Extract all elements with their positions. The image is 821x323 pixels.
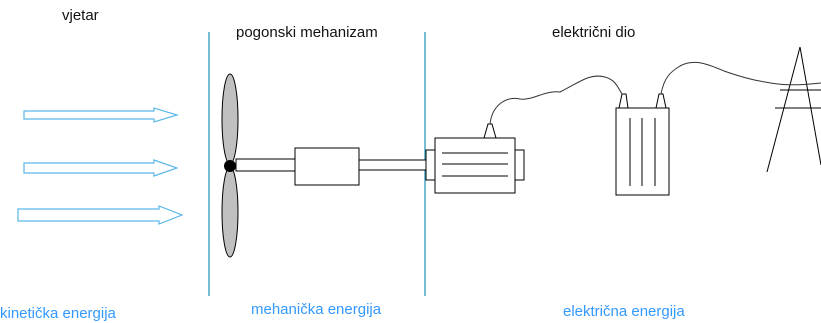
power-tower (766, 46, 821, 173)
transformer (615, 93, 670, 196)
mechanical-energy-label: mehanička energija (251, 301, 382, 318)
wind-arrow (23, 107, 180, 123)
transformer-terminal (618, 93, 629, 109)
electrical-part-label: električni dio (552, 24, 635, 41)
drive-train (235, 147, 427, 186)
blade-lower (221, 166, 239, 258)
wind-label: vjetar (62, 7, 99, 24)
kinetic-energy-label: kinetička energija (0, 305, 117, 322)
gearbox (294, 147, 360, 186)
drive-mechanism-label: pogonski mehanizam (236, 24, 378, 41)
transformer-terminal (655, 93, 667, 109)
generator-end-cap (425, 149, 436, 181)
blade-upper (221, 73, 239, 165)
transformer-to-tower-cable (660, 61, 821, 95)
output-shaft (358, 159, 427, 171)
generator (425, 123, 525, 194)
wind-arrow (17, 205, 184, 225)
generator-to-transformer-cable (489, 75, 623, 125)
generator-end-cap (514, 149, 525, 181)
main-shaft (235, 158, 297, 172)
generator-terminal (483, 123, 497, 139)
wind-arrows (17, 107, 184, 225)
turbine-rotor (221, 73, 239, 258)
electrical-energy-label: električna energija (563, 303, 685, 320)
cables (489, 61, 821, 125)
generator-body (434, 137, 516, 194)
wind-arrow (23, 159, 179, 177)
rotor-hub (224, 160, 236, 172)
